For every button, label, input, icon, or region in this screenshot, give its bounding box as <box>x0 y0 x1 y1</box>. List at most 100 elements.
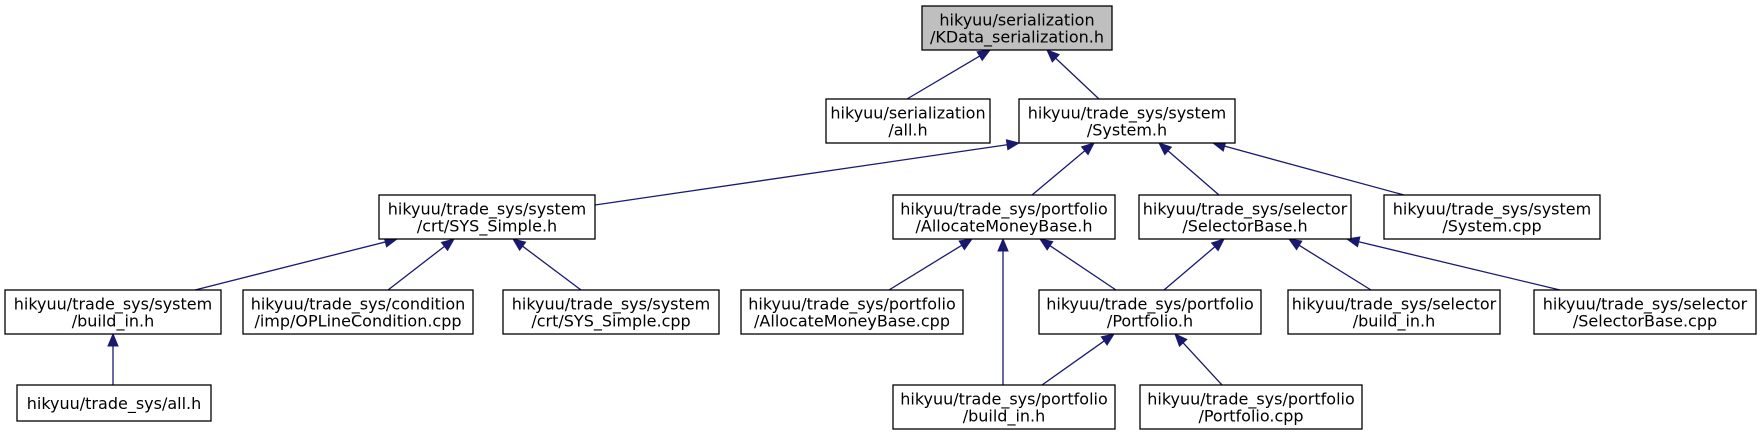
arrowhead-icon <box>1005 139 1021 151</box>
node-label-line: hikyuu/trade_sys/system <box>1393 200 1591 220</box>
node-label-line: /Portfolio.h <box>1107 312 1193 331</box>
edge-line <box>1055 57 1100 100</box>
node-system_cpp[interactable]: hikyuu/trade_sys/system/System.cpp <box>1383 194 1601 240</box>
arrowhead-icon <box>976 49 992 62</box>
node-opline[interactable]: hikyuu/trade_sys/condition/imp/OPLineCon… <box>242 289 474 335</box>
node-label-line: /SelectorBase.cpp <box>1573 312 1717 331</box>
edge-selbase_h-to-system_h <box>1158 142 1220 196</box>
edge-line <box>387 245 445 291</box>
node-label-line: hikyuu/trade_sys/system <box>14 295 212 315</box>
edge-ser_all-to-kdata <box>906 49 992 100</box>
node-box <box>1139 384 1363 430</box>
node-label-line: /build_in.h <box>72 312 155 332</box>
node-label-line: /SelectorBase.h <box>1182 217 1307 236</box>
node-label-line: hikyuu/trade_sys/selector <box>1143 200 1348 220</box>
node-port_build_in[interactable]: hikyuu/trade_sys/portfolio/build_in.h <box>892 384 1116 430</box>
node-sys_simple_h[interactable]: hikyuu/trade_sys/system/crt/SYS_Simple.h <box>378 194 596 240</box>
edge-selbase_cpp-to-selbase_h <box>1345 236 1561 291</box>
arrowhead-icon <box>1100 333 1116 346</box>
node-box <box>740 289 964 335</box>
arrowhead-icon <box>1158 142 1173 156</box>
node-label-line: hikyuu/trade_sys/portfolio <box>900 200 1108 220</box>
node-label-line: hikyuu/trade_sys/system <box>512 295 710 315</box>
node-amb_cpp[interactable]: hikyuu/trade_sys/portfolio/AllocateMoney… <box>740 289 964 335</box>
node-box <box>242 289 474 335</box>
node-box <box>1383 194 1601 240</box>
edge-sys_build_in-to-sys_simple_h <box>194 236 399 291</box>
node-box <box>1533 289 1757 335</box>
node-label-line: hikyuu/trade_sys/all.h <box>27 394 202 414</box>
node-box <box>1287 289 1501 335</box>
node-label-line: /all.h <box>888 121 927 140</box>
arrowhead-icon <box>1287 238 1303 251</box>
node-box <box>921 5 1113 51</box>
node-box <box>1138 194 1352 240</box>
node-selbase_h[interactable]: hikyuu/trade_sys/selector/SelectorBase.h <box>1138 194 1352 240</box>
node-label-line: /crt/SYS_Simple.cpp <box>531 312 690 332</box>
edge-line <box>1167 150 1220 196</box>
edge-opline-to-sys_simple_h <box>387 238 456 291</box>
node-label-line: /build_in.h <box>963 407 1046 427</box>
edge-port_build_in-to-amb_h <box>997 237 1009 385</box>
edge-system_h-to-kdata <box>1046 49 1100 100</box>
node-selbase_cpp[interactable]: hikyuu/trade_sys/selector/SelectorBase.c… <box>1533 289 1757 335</box>
node-box <box>16 384 212 422</box>
node-box <box>892 194 1116 240</box>
edge-line <box>1031 150 1086 196</box>
edge-line <box>906 55 980 100</box>
node-label-line: hikyuu/trade_sys/portfolio <box>900 390 1108 410</box>
node-label-line: /AllocateMoneyBase.cpp <box>754 312 950 331</box>
edge-sys_simple_cpp-to-sys_simple_h <box>511 238 582 291</box>
node-ser_all[interactable]: hikyuu/serialization/all.h <box>825 98 991 144</box>
edge-sel_build_in-to-selbase_h <box>1287 238 1372 291</box>
node-label-line: /crt/SYS_Simple.h <box>417 217 557 237</box>
arrowhead-icon <box>997 237 1009 252</box>
node-box <box>1018 98 1236 144</box>
edge-line <box>1041 340 1105 386</box>
node-sel_build_in[interactable]: hikyuu/trade_sys/selector/build_in.h <box>1287 289 1501 335</box>
node-ts_all[interactable]: hikyuu/trade_sys/all.h <box>16 384 212 422</box>
edge-port_build_in-to-portfolio_h <box>1041 333 1116 386</box>
node-label-line: hikyuu/trade_sys/portfolio <box>748 295 956 315</box>
node-amb_h[interactable]: hikyuu/trade_sys/portfolio/AllocateMoney… <box>892 194 1116 240</box>
node-label-line: hikyuu/serialization <box>939 11 1094 30</box>
edge-line <box>888 244 963 291</box>
edge-amb_cpp-to-amb_h <box>888 238 974 291</box>
arrowhead-icon <box>107 332 119 347</box>
arrowhead-icon <box>1046 49 1061 63</box>
node-box <box>378 194 596 240</box>
node-label-line: /AllocateMoneyBase.h <box>916 217 1093 236</box>
edge-line <box>1224 145 1405 196</box>
node-box <box>502 289 720 335</box>
node-portfolio_cpp[interactable]: hikyuu/trade_sys/portfolio/Portfolio.cpp <box>1139 384 1363 430</box>
node-label-line: /imp/OPLineCondition.cpp <box>254 312 461 331</box>
edge-ts_all-to-sys_build_in <box>107 332 119 385</box>
node-kdata: hikyuu/serialization/KData_serialization… <box>921 5 1113 51</box>
node-portfolio_h[interactable]: hikyuu/trade_sys/portfolio/Portfolio.h <box>1038 289 1262 335</box>
node-label-line: hikyuu/trade_sys/condition <box>251 295 466 315</box>
edge-portfolio_cpp-to-portfolio_h <box>1174 333 1223 386</box>
node-label-line: hikyuu/trade_sys/selector <box>1292 295 1497 315</box>
node-box <box>1038 289 1262 335</box>
edge-line <box>1163 246 1216 291</box>
node-box <box>4 289 222 335</box>
node-system_h[interactable]: hikyuu/trade_sys/system/System.h <box>1018 98 1236 144</box>
node-label-line: hikyuu/trade_sys/selector <box>1543 295 1748 315</box>
edge-line <box>1358 241 1561 291</box>
node-sys_build_in[interactable]: hikyuu/trade_sys/system/build_in.h <box>4 289 222 335</box>
node-sys_simple_cpp[interactable]: hikyuu/trade_sys/system/crt/SYS_Simple.c… <box>502 289 720 335</box>
edge-line <box>594 144 1008 206</box>
edges-layer <box>107 49 1561 386</box>
edge-line <box>1182 342 1223 386</box>
node-box <box>825 98 991 144</box>
edge-line <box>1049 245 1117 291</box>
node-label-line: /System.cpp <box>1442 217 1541 236</box>
nodes-layer: hikyuu/serialization/KData_serialization… <box>4 5 1757 430</box>
node-box <box>892 384 1116 430</box>
edge-line <box>194 241 386 291</box>
node-label-line: hikyuu/trade_sys/system <box>1028 104 1226 124</box>
arrowhead-icon <box>958 238 974 251</box>
edge-sys_simple_h-to-system_h <box>594 139 1021 206</box>
arrowhead-icon <box>1210 238 1225 252</box>
